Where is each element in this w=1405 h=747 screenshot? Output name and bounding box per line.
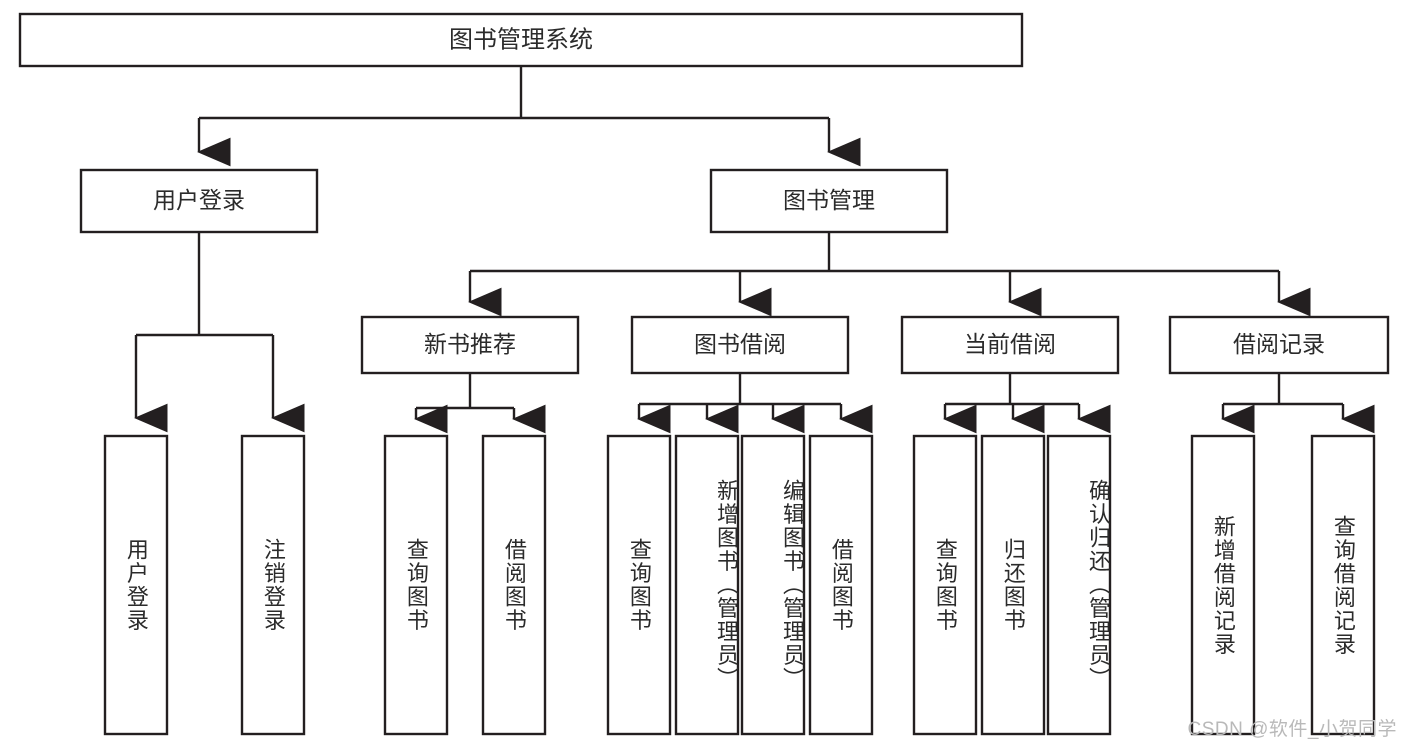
node-user-login-box xyxy=(79,168,319,234)
node-book-management-label: 图书管理 xyxy=(783,187,875,213)
node-book-borrow[interactable]: 图书借阅 xyxy=(630,315,850,375)
leaf-box-current-borrow-2[interactable] xyxy=(980,434,1046,736)
node-user-login-label: 用户登录 xyxy=(153,187,245,213)
leaf-box-user-login-1[interactable] xyxy=(103,434,169,736)
node-root-book-management-system[interactable]: 图书管理系统 xyxy=(18,12,1024,68)
node-book-management[interactable]: 图书管理 xyxy=(709,168,949,234)
leaf-box-book-borrow-4[interactable] xyxy=(808,434,874,736)
node-borrow-records[interactable]: 借阅记录 xyxy=(1168,315,1390,375)
connector-group-root-to-level2 xyxy=(197,66,861,167)
node-current-borrow-box xyxy=(900,315,1120,375)
node-root-box xyxy=(18,12,1024,68)
leaf-box-borrow-records-1[interactable] xyxy=(1190,434,1256,736)
node-current-borrow-label: 当前借阅 xyxy=(964,331,1056,357)
node-book-borrow-box xyxy=(630,315,850,375)
leaf-box-new-book-1[interactable] xyxy=(383,434,449,736)
node-borrow-records-label: 借阅记录 xyxy=(1233,331,1325,357)
connector-group-book-borrow-to-leaves xyxy=(637,373,873,434)
node-borrow-records-box xyxy=(1168,315,1390,375)
node-new-book-recommend[interactable]: 新书推荐 xyxy=(360,315,580,375)
connector-group-current-borrow-to-leaves xyxy=(943,373,1111,434)
connector-group-new-book-to-leaves xyxy=(414,373,546,434)
connector-group-user-login-to-leaves xyxy=(134,232,305,433)
connector-group-book-manage-to-level3 xyxy=(468,232,1311,317)
node-new-book-recommend-box xyxy=(360,315,580,375)
leaf-box-new-book-2[interactable] xyxy=(481,434,547,736)
node-new-book-recommend-label: 新书推荐 xyxy=(424,331,516,357)
csdn-watermark: CSDN @软件_小贺同学 xyxy=(1187,719,1397,740)
node-book-borrow-label: 图书借阅 xyxy=(694,331,786,357)
leaf-box-book-borrow-2[interactable] xyxy=(674,434,740,736)
leaf-box-borrow-records-2[interactable] xyxy=(1310,434,1376,736)
leaf-box-book-borrow-3[interactable] xyxy=(740,434,806,736)
leaf-box-current-borrow-3[interactable] xyxy=(1046,434,1112,736)
node-root-label: 图书管理系统 xyxy=(449,26,593,53)
node-user-login[interactable]: 用户登录 xyxy=(79,168,319,234)
connector-group-borrow-records-to-leaves xyxy=(1221,373,1375,434)
leaf-box-user-login-2[interactable] xyxy=(240,434,306,736)
node-current-borrow[interactable]: 当前借阅 xyxy=(900,315,1120,375)
leaf-box-book-borrow-1[interactable] xyxy=(606,434,672,736)
node-book-management-box xyxy=(709,168,949,234)
leaf-box-current-borrow-1[interactable] xyxy=(912,434,978,736)
